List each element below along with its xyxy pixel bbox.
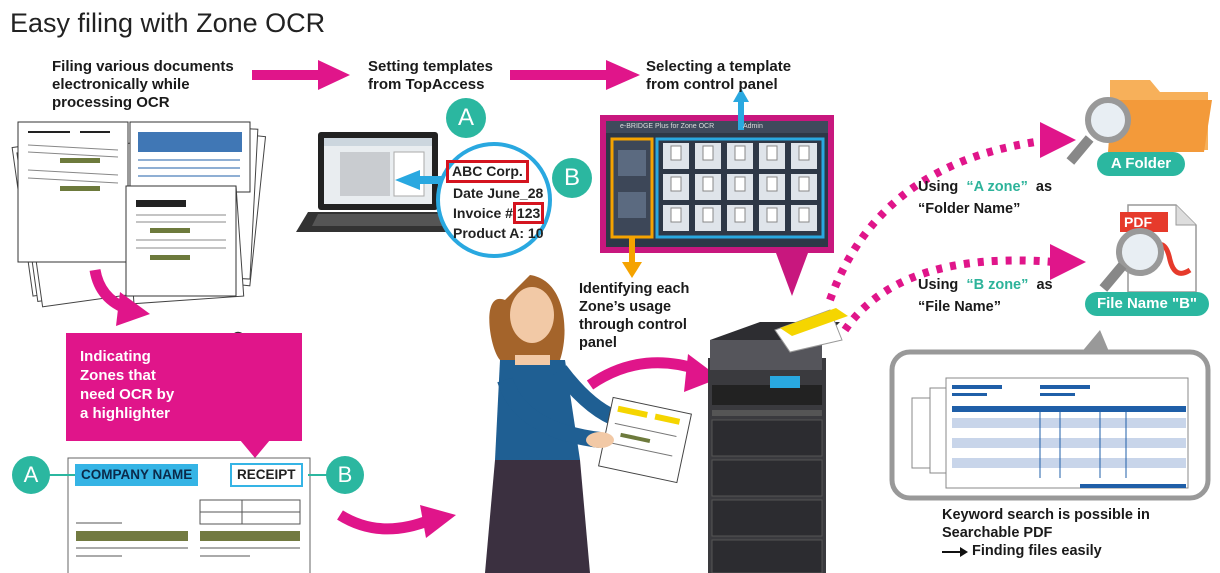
- keyword-line: Searchable PDF: [942, 525, 1053, 541]
- keyword-line: Finding files easily: [972, 543, 1102, 559]
- indicate-text: Indicating Zones that need OCR by a high…: [80, 347, 174, 423]
- template-thumbnail-page: [702, 176, 714, 192]
- template-thumbnail-page: [766, 207, 778, 223]
- marker-a-bottom: A: [12, 456, 50, 494]
- step-1-line: processing OCR: [52, 94, 170, 111]
- keyword-text: Keyword search is possible in Searchable…: [942, 506, 1150, 560]
- step-3-line: Selecting a template: [646, 58, 792, 75]
- template-thumbnail-page: [798, 176, 810, 192]
- zoom-card: ABC Corp. Date June_28 Invoice #123 Prod…: [446, 160, 547, 243]
- indicate-box: Indicating Zones that need OCR by a high…: [66, 333, 302, 441]
- indicate-line: Indicating: [80, 348, 151, 365]
- pdf-badge: PDF: [1124, 214, 1152, 230]
- template-thumbnail-page: [798, 207, 810, 223]
- template-thumbnail-page: [766, 145, 778, 161]
- laptop-illustration: [296, 132, 462, 232]
- template-thumbnail-page: [670, 207, 682, 223]
- using-b-suffix: as: [1036, 277, 1053, 293]
- indicate-line: Zones that: [80, 367, 156, 384]
- indicate-line: need OCR by: [80, 386, 175, 403]
- panel-user-label: Admin: [743, 123, 763, 130]
- identify-line: Zone’s usage: [579, 299, 672, 315]
- receipt-zone: RECEIPT: [230, 463, 303, 487]
- magnifier-icon: [1066, 97, 1131, 165]
- mfp-illustration: [708, 308, 848, 573]
- step-2-line: from TopAccess: [368, 76, 485, 93]
- step-arrow-2: [510, 60, 640, 90]
- using-a-zone: “A zone”: [966, 179, 1028, 195]
- template-thumbnail-page: [702, 145, 714, 161]
- marker-b-top: B: [552, 158, 592, 198]
- folder-label: A Folder: [1097, 152, 1185, 176]
- step-1-line: electronically while: [52, 76, 190, 93]
- using-a-text: Using “A zone” as “Folder Name”: [918, 176, 1052, 220]
- template-thumbnail-page: [798, 145, 810, 161]
- keyword-line: Keyword search is possible in: [942, 507, 1150, 523]
- marker-b-bottom: B: [326, 456, 364, 494]
- marker-a-top: A: [446, 98, 486, 138]
- step-1-text: Filing various documents electronically …: [52, 58, 234, 112]
- using-b-line2: “File Name”: [918, 299, 1001, 315]
- using-a-line1: Using “A zone” as: [918, 176, 1052, 198]
- identify-text: Identifying each Zone’s usage through co…: [579, 280, 689, 352]
- template-thumbnail-page: [734, 145, 746, 161]
- company-name-zone: COMPANY NAME: [75, 464, 199, 486]
- step-3-text: Selecting a template from control panel: [646, 58, 791, 94]
- using-b-prefix: Using: [918, 277, 959, 293]
- company-zone-value: ABC Corp.: [446, 160, 529, 183]
- using-a-prefix: Using: [918, 179, 959, 195]
- step-arrow-1: [252, 60, 350, 90]
- panel-app-title: e-BRIDGE Plus for Zone OCR: [620, 123, 715, 130]
- using-a-suffix: as: [1035, 179, 1053, 195]
- using-b-line1: Using “B zone” as: [918, 274, 1053, 296]
- searchable-pdf-bubble: [889, 330, 1211, 501]
- highlighter-icon: [202, 318, 302, 418]
- template-thumbnails: [663, 143, 817, 231]
- invoice-prefix: Invoice #: [453, 205, 513, 221]
- date-line: Date June_28: [453, 185, 544, 201]
- step-2-text: Setting templates from TopAccess: [368, 58, 493, 94]
- indicate-line: a highlighter: [80, 405, 170, 422]
- invoice-line: Invoice #123: [453, 202, 547, 224]
- identify-line: through control: [579, 317, 687, 333]
- template-thumbnail-page: [734, 207, 746, 223]
- using-b-text: Using “B zone” as “File Name”: [918, 274, 1053, 318]
- template-thumbnail-page: [766, 176, 778, 192]
- file-name-label: File Name "B": [1085, 292, 1209, 316]
- document-stack: [11, 121, 267, 308]
- page-title: Easy filing with Zone OCR: [10, 8, 326, 38]
- step-2-line: Setting templates: [368, 58, 494, 75]
- template-thumbnail-page: [670, 145, 682, 161]
- product-line: Product A: 10: [453, 225, 544, 241]
- step-3-line: from control panel: [646, 76, 778, 93]
- template-thumbnail-page: [702, 207, 714, 223]
- folder-icon: [1108, 80, 1212, 152]
- template-thumbnail-page: [670, 176, 682, 192]
- step-1-line: Filing various documents: [52, 58, 234, 75]
- magnifier-icon-2: [1099, 228, 1164, 292]
- woman-illustration: [485, 275, 692, 573]
- receipt-zone-value: 123: [512, 202, 545, 224]
- using-b-zone: “B zone”: [966, 277, 1029, 293]
- template-thumbnail-page: [734, 176, 746, 192]
- identify-line: Identifying each: [579, 281, 690, 297]
- using-a-line2: “Folder Name”: [918, 201, 1021, 217]
- identify-line: panel: [579, 335, 617, 351]
